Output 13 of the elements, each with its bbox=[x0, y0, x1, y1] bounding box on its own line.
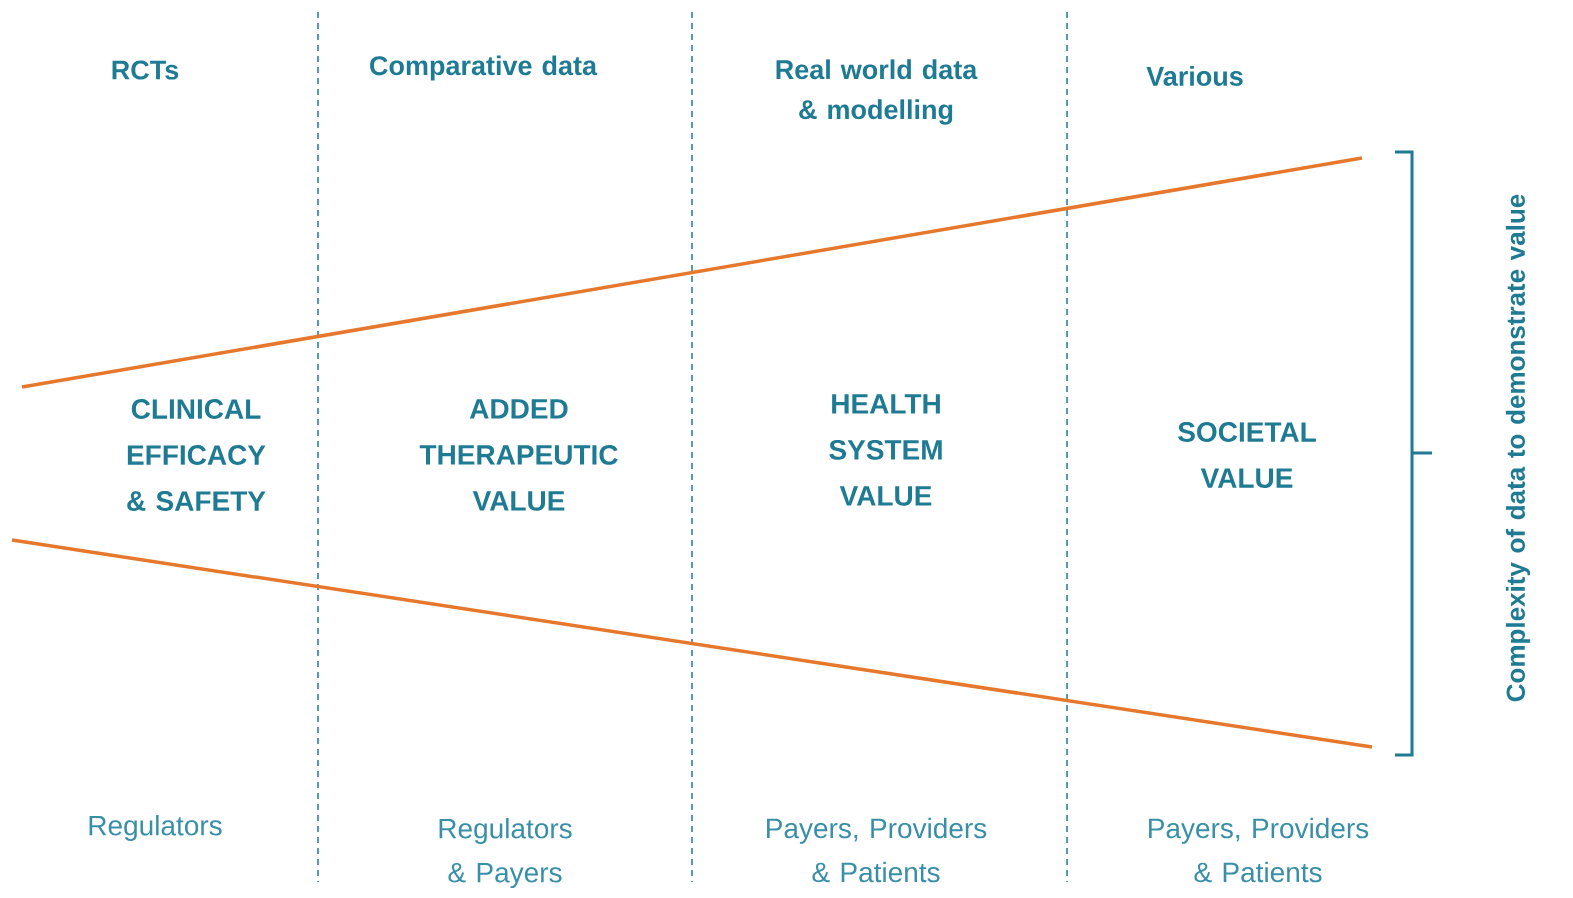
column-heading: Various bbox=[1146, 66, 1243, 86]
stakeholder-label: Payers, Providers & Patients bbox=[1149, 817, 1369, 883]
value-label: CLINICAL EFFICACY & SAFETY bbox=[127, 399, 266, 511]
column-heading: Comparative data bbox=[370, 55, 598, 81]
column-heading: Real world data & modelling bbox=[776, 59, 978, 125]
stakeholder-label: Payers, Providers & Patients bbox=[767, 817, 987, 883]
column-heading: RCTs bbox=[112, 60, 179, 80]
value-label: SOCIETAL VALUE bbox=[1178, 422, 1316, 488]
stakeholder-label: Regulators & Payers bbox=[439, 817, 572, 889]
value-label: HEALTH SYSTEM VALUE bbox=[829, 394, 942, 506]
axis-label: Complexity of data to demonstrate value bbox=[1505, 194, 1531, 702]
value-label: ADDED THERAPEUTIC VALUE bbox=[419, 399, 618, 511]
stakeholder-label: Regulators bbox=[89, 814, 222, 842]
